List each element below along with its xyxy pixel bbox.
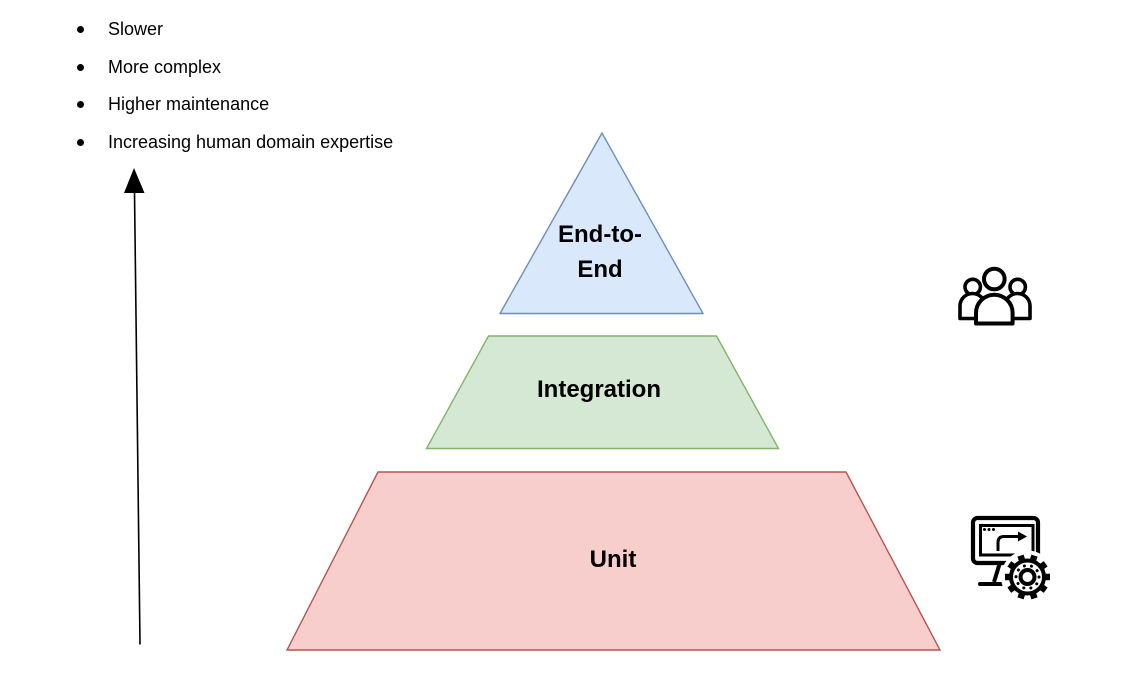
bullet-list: Slower More complex Higher maintenance I… [77,19,393,169]
pyramid-label-end-to-end: End-to-End [558,221,642,283]
computer-gear-icon [970,515,1054,604]
bullet-text: More complex [108,56,222,77]
pyramid-level-integration [425,335,780,450]
gear-icon [1001,550,1054,604]
people-group-icon [958,266,1032,326]
up-arrow-icon [124,168,145,645]
bullet-icon [77,101,84,108]
list-item: Increasing human domain expertise [77,132,393,153]
bullet-text: Slower [108,19,164,39]
list-item: More complex [77,57,393,78]
bullet-icon [77,138,84,146]
list-item: Higher maintenance [77,94,393,115]
bullet-text: Increasing human domain expertise [108,131,394,152]
list-item: Slower [77,19,393,40]
bullet-text: Higher maintenance [108,94,270,114]
pyramid-level-unit [285,471,942,651]
pyramid-label-unit: Unit [589,546,637,573]
bullet-icon [77,63,84,71]
pyramid-level-end-to-end [498,131,705,315]
pyramid-label-integration: Integration [537,376,661,403]
bullet-icon [77,26,84,33]
